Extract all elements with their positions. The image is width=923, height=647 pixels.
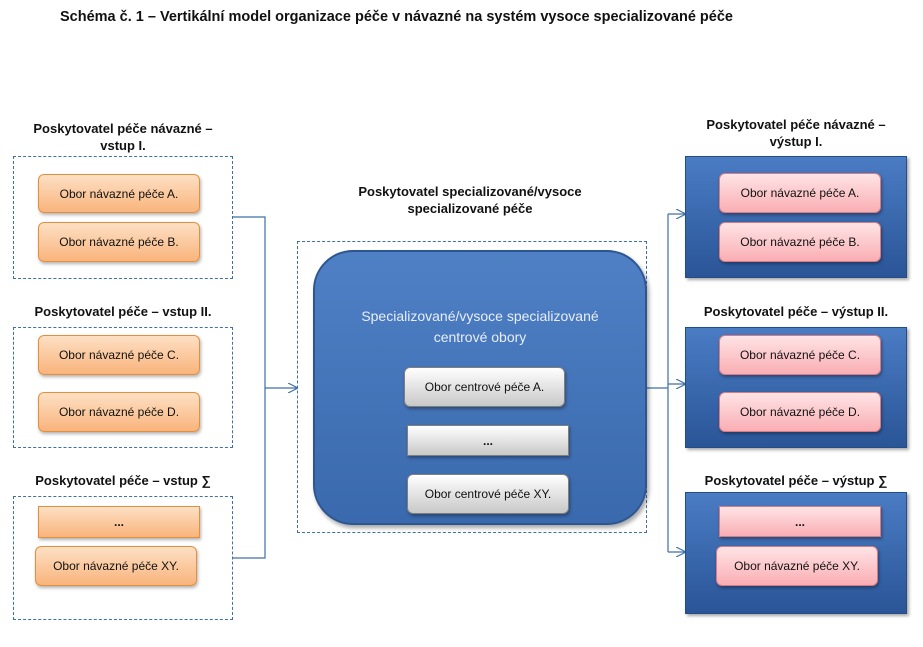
input-1-panel [13, 156, 233, 279]
input-3-heading: Poskytovatel péče – vstup ∑ [35, 473, 211, 488]
input-3-item-xy: Obor návazné péče XY. [35, 546, 197, 586]
input-1-item-a: Obor návazné péče A. [38, 174, 200, 213]
input-3-ellipsis: ... [38, 506, 200, 538]
input-collector-line [233, 216, 266, 559]
center-ellipsis: ... [407, 425, 569, 456]
center-box-title-line2: centrové obory [433, 329, 527, 345]
center-heading-line1: Poskytovatel specializované/vysoce [358, 184, 582, 199]
output-2-item-d: Obor návazné péče D. [719, 392, 881, 432]
center-heading-line2: specializované péče [407, 201, 533, 216]
output-3-ellipsis: ... [719, 506, 881, 537]
input-2-heading: Poskytovatel péče – vstup II. [34, 304, 212, 319]
input-1-heading-line2: vstup I. [100, 138, 146, 153]
output-1-heading-line2: výstup I. [769, 134, 823, 149]
output-1-heading-line1: Poskytovatel péče návazné – [706, 117, 886, 132]
input-1-heading-line1: Poskytovatel péče návazné – [33, 121, 213, 136]
output-3-item-xy: Obor návazné péče XY. [716, 546, 878, 586]
output-2-item-c: Obor návazné péče C. [719, 335, 881, 375]
output-1-item-b: Obor návazné péče B. [719, 222, 881, 262]
output-1-heading: Poskytovatel péče návazné – výstup I. [685, 116, 907, 150]
center-box-title-line1: Specializované/vysoce specializované [361, 308, 599, 324]
center-heading: Poskytovatel specializované/vysoce speci… [300, 183, 640, 217]
center-item-a: Obor centrové péče A. [404, 367, 565, 407]
input-1-heading: Poskytovatel péče návazné – vstup I. [13, 120, 233, 154]
center-box-title: Specializované/vysoce specializované cen… [330, 306, 630, 348]
input-1-item-b: Obor návazné péče B. [38, 222, 200, 262]
input-2-item-d: Obor návazné péče D. [38, 392, 200, 432]
input-2-item-c: Obor návazné péče C. [38, 335, 200, 375]
input-2-panel [13, 327, 233, 448]
output-2-heading: Poskytovatel péče – výstup II. [703, 304, 889, 319]
diagram-title: Schéma č. 1 – Vertikální model organizac… [60, 9, 733, 25]
output-3-heading: Poskytovatel péče – výstup ∑ [704, 473, 888, 488]
output-1-item-a: Obor návazné péče A. [719, 173, 881, 213]
input-3-panel [13, 496, 233, 620]
center-item-xy: Obor centrové péče XY. [407, 474, 569, 514]
